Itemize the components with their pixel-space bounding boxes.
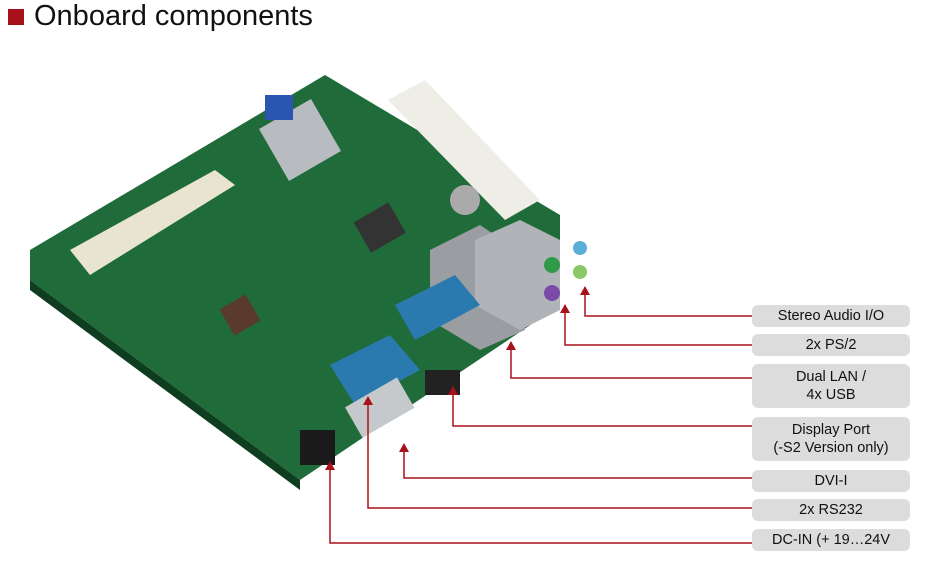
label-rs232: 2x RS232 (752, 499, 910, 521)
label-dc-in: DC-IN (+ 19…24V (752, 529, 910, 551)
pci-slot (70, 170, 235, 275)
label-ps2: 2x PS/2 (752, 334, 910, 356)
callout-lines (329, 290, 752, 544)
serial-port (395, 275, 480, 340)
pci-slot-2 (388, 80, 540, 220)
title-text: Onboard components (34, 0, 313, 32)
cmos-battery (450, 185, 480, 215)
dvi-port (345, 377, 415, 438)
title-bullet-icon (8, 8, 24, 25)
slide-title: Onboard components (8, 0, 313, 33)
label-stereo-audio: Stereo Audio I/O (752, 305, 910, 327)
label-lan-usb: Dual LAN /4x USB (752, 364, 910, 408)
dc-jack (300, 430, 335, 465)
label-display-port: Display Port(-S2 Version only) (752, 417, 910, 461)
label-dvi: DVI-I (752, 470, 910, 492)
